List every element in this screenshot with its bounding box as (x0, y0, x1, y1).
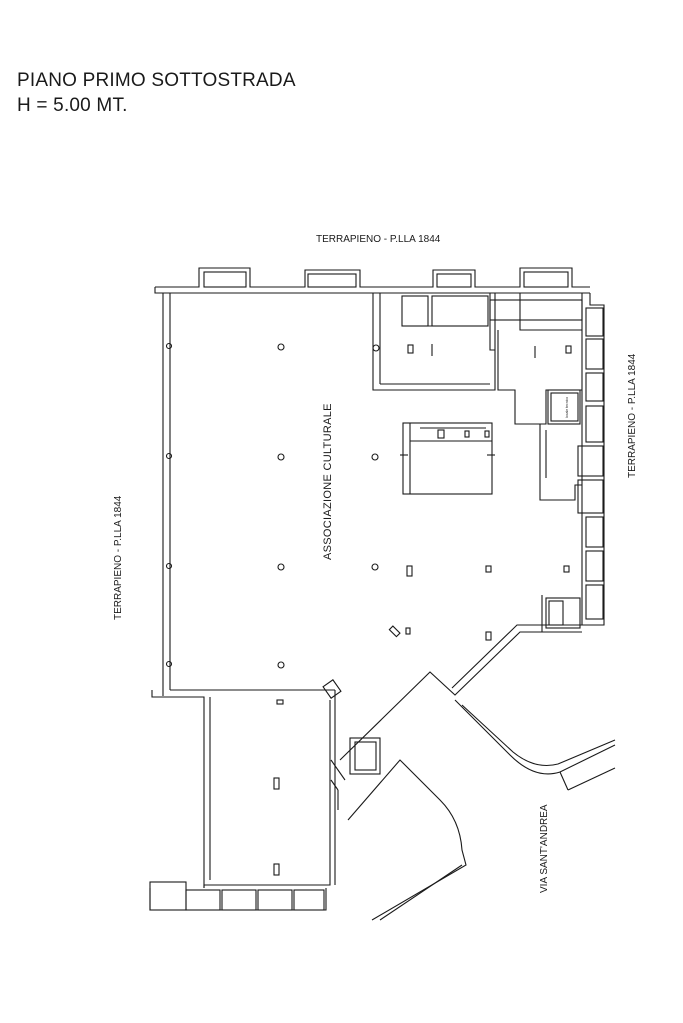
label-street: VIA SANT'ANDREA (539, 804, 550, 893)
plan-walls (149, 267, 616, 921)
label-left: TERRAPIENO - P.LLA 1844 (113, 495, 124, 620)
label-top: TERRAPIENO - P.LLA 1844 (316, 234, 441, 245)
label-tech-room: locale tecnico (565, 397, 569, 418)
structural-columns (165, 342, 380, 669)
plan-title: PIANO PRIMO SOTTOSTRADA (17, 70, 296, 91)
label-right: TERRAPIENO - P.LLA 1844 (627, 353, 638, 478)
label-main-room: ASSOCIAZIONE CULTURALE (322, 403, 334, 560)
floor-height: H = 5.00 MT. (17, 95, 128, 116)
